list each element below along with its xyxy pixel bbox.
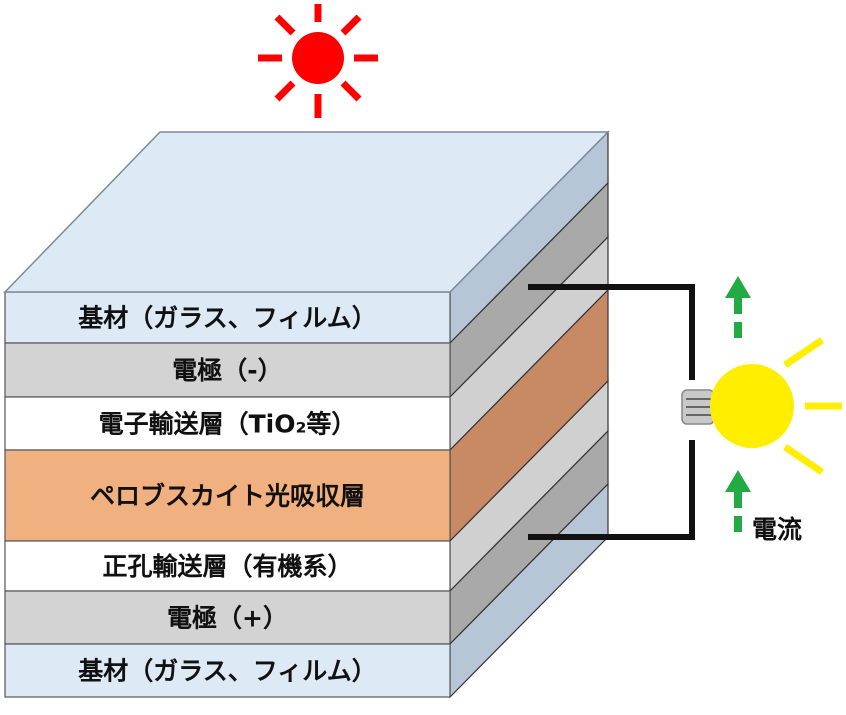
arrow-dash bbox=[734, 322, 742, 338]
current-label: 電流 bbox=[752, 515, 802, 544]
layer-front-face bbox=[4, 449, 451, 542]
arrow-dash bbox=[734, 516, 742, 532]
arrow-dash bbox=[734, 492, 742, 508]
sun-ray bbox=[274, 80, 296, 102]
layer-label: 基材（ガラス、フィルム） bbox=[78, 304, 377, 333]
bulb-ray bbox=[783, 444, 824, 475]
layer-label: 電極（-） bbox=[172, 356, 282, 385]
sun-disc bbox=[292, 32, 344, 84]
stack-top-face bbox=[3, 131, 610, 293]
layer-front-face bbox=[4, 643, 451, 698]
layer-front-face bbox=[4, 291, 451, 344]
sun-icon bbox=[258, 4, 378, 118]
circuit-wire bbox=[528, 284, 695, 540]
sun-ray bbox=[340, 14, 362, 36]
layer-front-face bbox=[4, 342, 451, 398]
arrow-up-icon bbox=[725, 276, 751, 298]
arrow-up-icon bbox=[725, 470, 751, 492]
layer-label: 電子輸送層（TiO₂等） bbox=[99, 410, 357, 439]
sun-ray bbox=[274, 14, 296, 36]
wire-top bbox=[528, 284, 695, 380]
layer-label: 正孔輸送層（有機系） bbox=[102, 552, 352, 581]
arrow-dash bbox=[734, 298, 742, 314]
current-arrow-bottom bbox=[725, 470, 751, 532]
layer-front-face bbox=[4, 540, 451, 592]
bulb-ray bbox=[783, 337, 824, 368]
layer-label: 基材（ガラス、フィルム） bbox=[78, 657, 377, 686]
layer-front-face bbox=[4, 590, 451, 645]
layer-label: ペロブスカイト光吸収層 bbox=[90, 482, 365, 511]
sun-ray bbox=[340, 80, 362, 102]
current-arrow-top bbox=[725, 276, 751, 338]
layer-front-face bbox=[4, 396, 451, 451]
light-bulb-icon bbox=[681, 337, 842, 475]
bulb-glass bbox=[710, 364, 794, 448]
wire-bottom bbox=[528, 440, 695, 540]
layer-label: 電極（+） bbox=[167, 604, 288, 633]
